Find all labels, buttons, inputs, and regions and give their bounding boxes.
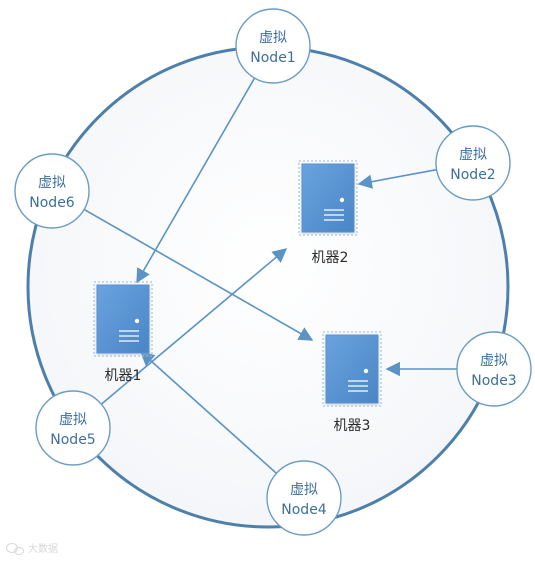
node-name: Node2 [450, 167, 495, 183]
virtual-node5: 虚拟 Node5 [35, 390, 111, 466]
node-circle [35, 390, 111, 466]
node-title: 虚拟 [259, 30, 287, 46]
virtual-node6: 虚拟 Node6 [14, 153, 90, 229]
virtual-node3: 虚拟 Node3 [456, 331, 532, 407]
machine1: 机器1 [93, 281, 153, 384]
node-circle [14, 153, 90, 229]
node-title: 虚拟 [38, 175, 66, 191]
node-title: 虚拟 [290, 482, 318, 498]
wechat-icon [6, 543, 24, 555]
node-circle [235, 8, 311, 84]
virtual-node2: 虚拟 Node2 [435, 125, 511, 201]
arrow-node5-to-machine2 [100, 248, 288, 405]
virtual-nodes: 虚拟 Node1 虚拟 Node2 虚拟 Node3 虚拟 Node4 虚拟 Node5 虚拟 Nod… [14, 8, 532, 536]
machine-label: 机器3 [334, 418, 371, 434]
server-icon [93, 281, 153, 357]
node-title: 虚拟 [459, 147, 487, 163]
machine2: 机器2 [298, 160, 358, 266]
machines: 机器1 机器2 机器3 [93, 160, 382, 434]
watermark-label: 大数据 [28, 542, 58, 555]
node-circle [456, 331, 532, 407]
node-circle [435, 125, 511, 201]
machine-label: 机器2 [312, 250, 349, 266]
node-name: Node1 [250, 50, 295, 66]
server-icon [322, 331, 382, 407]
node-title: 虚拟 [59, 412, 87, 428]
node-title: 虚拟 [480, 353, 508, 369]
machine-label: 机器1 [105, 368, 142, 384]
node-circle [266, 460, 342, 536]
machine3: 机器3 [322, 331, 382, 434]
arrow-node6-to-machine3 [83, 208, 314, 341]
node-name: Node3 [471, 373, 516, 389]
arrow-node4-to-machine1 [139, 351, 277, 474]
server-icon [298, 160, 358, 236]
arrow-node1-to-machine1 [136, 77, 256, 284]
watermark: 大数据 [6, 542, 58, 555]
node-name: Node5 [50, 432, 95, 448]
arrow-node2-to-machine2 [357, 168, 437, 189]
node-name: Node4 [281, 502, 327, 518]
virtual-node1: 虚拟 Node1 [235, 8, 311, 84]
virtual-node4: 虚拟 Node4 [266, 460, 342, 536]
node-name: Node6 [29, 195, 75, 211]
mapping-arrows [83, 77, 457, 474]
